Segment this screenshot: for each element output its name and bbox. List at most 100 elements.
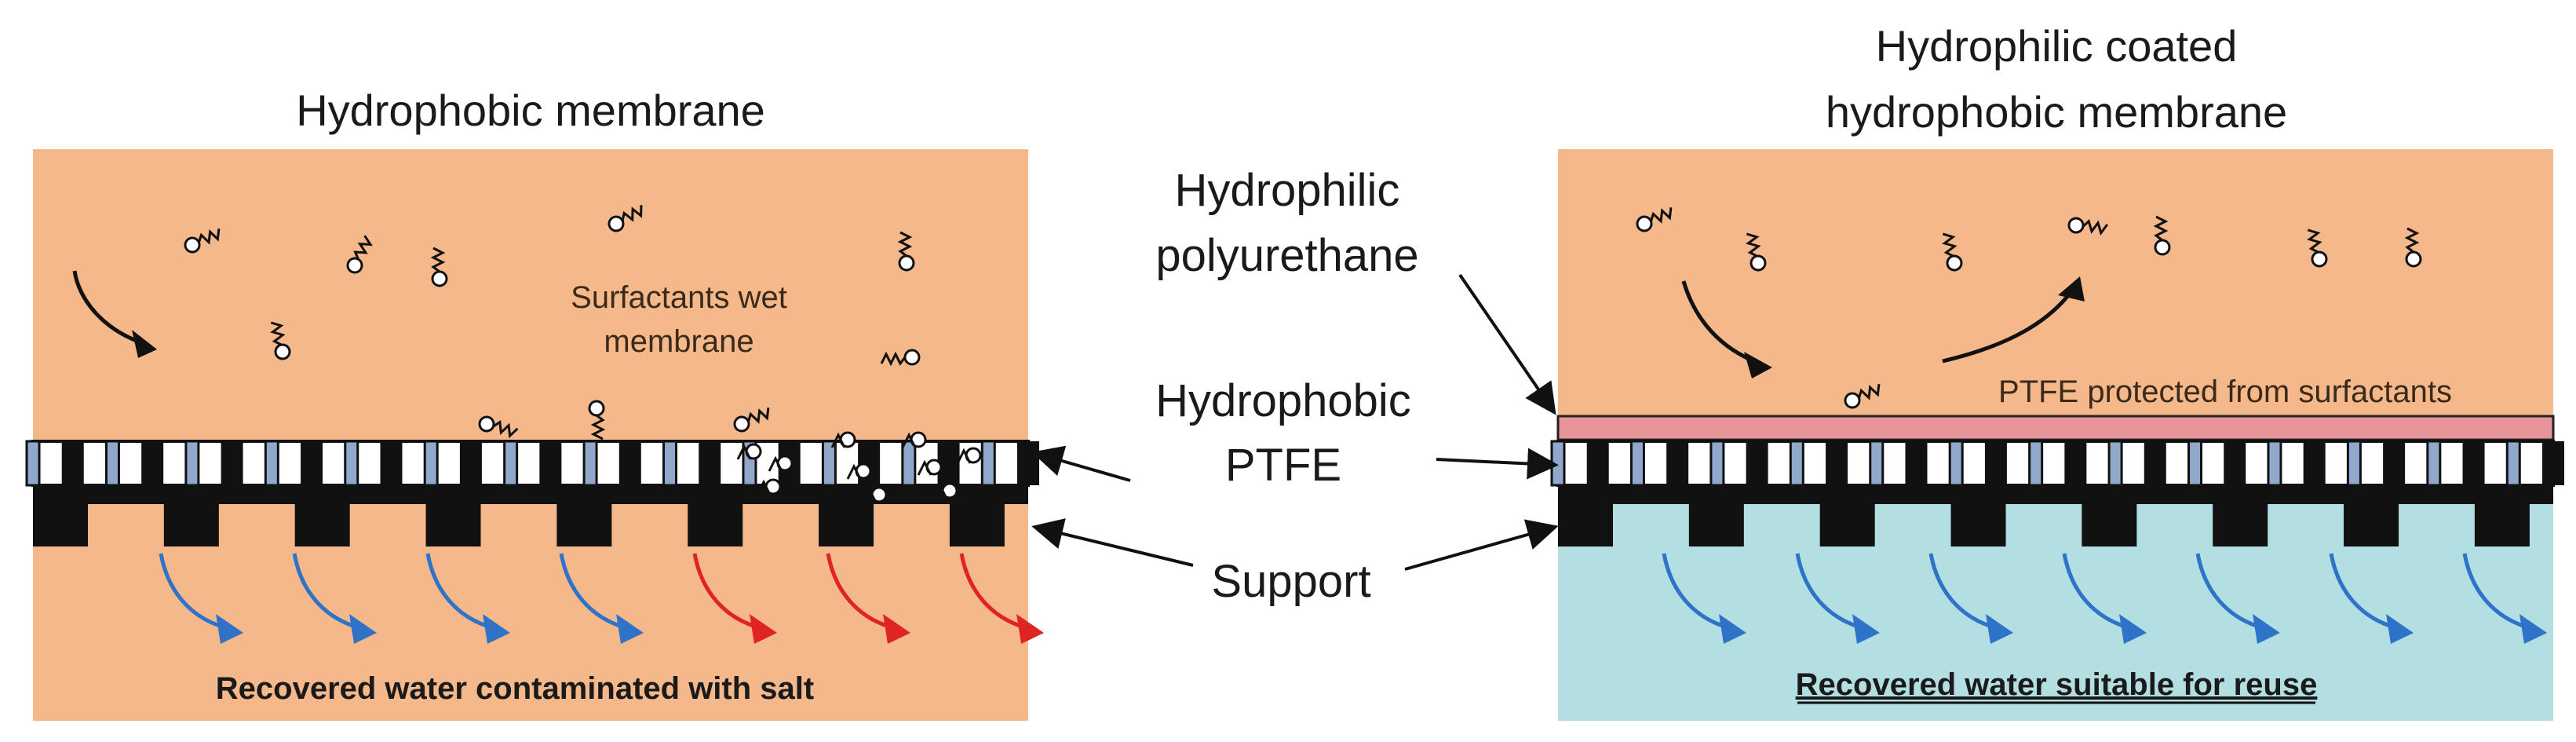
ptfe-fiber xyxy=(25,440,41,487)
pore-surfactant-tail xyxy=(756,479,772,495)
ptfe-fiber-dark xyxy=(2383,441,2406,485)
ptfe-fiber-dark xyxy=(1905,441,1928,485)
support-tooth xyxy=(163,485,219,546)
ptfe-fiber xyxy=(2346,440,2362,487)
ptfe-fiber-dark xyxy=(380,441,403,485)
flow-arrowhead xyxy=(616,614,644,644)
flow-arrow xyxy=(692,553,762,631)
support-tooth xyxy=(1950,485,2006,546)
ptfe-fiber xyxy=(2267,440,2282,487)
ptfe-pointer-arrow-left xyxy=(1031,445,1131,482)
support-tooth xyxy=(294,485,350,546)
ptfe-fiber xyxy=(423,440,439,487)
center-callouts: Hydrophilic polyurethane Hydrophobic PTF… xyxy=(1031,165,1559,607)
ptfe-fiber xyxy=(104,440,120,487)
ptfe-fiber xyxy=(821,440,837,487)
surfactant-molecule xyxy=(2067,217,2109,236)
left-feed-flow-arrow xyxy=(72,270,146,346)
right-title-line2: hydrophobic membrane xyxy=(1826,87,2287,137)
ptfe-fiber xyxy=(1629,440,1645,487)
ptfe-fiber-dark xyxy=(141,441,164,485)
ptfe-fiber-dark xyxy=(1666,441,1689,485)
coating-label-line1: Hydrophilic xyxy=(1175,165,1400,216)
ptfe-fiber-dark xyxy=(459,441,482,485)
ptfe-pointer-arrow-right xyxy=(1436,448,1559,480)
ptfe-fiber-dark xyxy=(1586,441,1609,485)
surfactant-molecule xyxy=(2404,227,2422,268)
support-tooth xyxy=(33,485,88,546)
surfactant-molecule xyxy=(270,321,291,360)
right-title-line1: Hydrophilic coated xyxy=(1876,21,2238,71)
support-tooth xyxy=(949,485,1005,546)
ptfe-fiber-dark xyxy=(301,441,323,485)
right-note: PTFE protected from surfactants xyxy=(1998,375,2452,409)
support-tooth xyxy=(2213,485,2268,546)
flow-arrow xyxy=(559,553,629,631)
flow-arrow xyxy=(425,553,495,631)
ptfe-fiber xyxy=(184,440,200,487)
ptfe-fiber xyxy=(582,440,598,487)
ptfe-fiber-dark xyxy=(221,441,243,485)
ptfe-fiber xyxy=(2505,440,2521,487)
flow-arrow xyxy=(2062,553,2132,631)
left-feed-region xyxy=(33,149,1028,441)
left-panel-title: Hydrophobic membrane xyxy=(296,86,765,135)
ptfe-fiber-dark xyxy=(699,441,721,485)
pore-surfactant-tail xyxy=(862,487,878,503)
left-note-line2: membrane xyxy=(604,324,753,359)
right-feed-region xyxy=(1558,149,2553,416)
surfactant-molecule xyxy=(478,415,519,439)
surfactant-molecule xyxy=(608,205,643,232)
ptfe-fiber xyxy=(503,440,519,487)
flow-arrow xyxy=(159,553,228,631)
support-tooth xyxy=(556,485,612,546)
flow-arrow xyxy=(1795,553,1865,631)
flow-arrow xyxy=(2329,553,2399,631)
left-caption: Recovered water contaminated with salt xyxy=(216,671,814,706)
right-caption: Recovered water suitable for reuse xyxy=(1796,667,2318,702)
surfactant-molecule xyxy=(430,247,448,287)
flow-arrowhead xyxy=(483,614,510,644)
flow-arrowhead xyxy=(349,614,377,644)
ptfe-fiber-dark xyxy=(539,441,562,485)
right-surfactants xyxy=(1636,207,2422,409)
pore-surfactant-tail xyxy=(932,483,948,499)
ptfe-fiber-dark xyxy=(1017,441,1039,485)
support-tooth xyxy=(819,485,874,546)
ptfe-fiber xyxy=(1869,440,1885,487)
right-permeate-flow xyxy=(1662,553,2547,644)
ptfe-fiber xyxy=(2426,440,2442,487)
ptfe-fiber-dark xyxy=(2144,441,2166,485)
surfactant-molecule xyxy=(1844,383,1881,409)
flow-arrow xyxy=(2462,553,2532,631)
ptfe-fiber-dark xyxy=(2224,441,2246,485)
support-tooth xyxy=(1819,485,1875,546)
right-membrane xyxy=(1550,440,2564,546)
pore-surfactant-tail xyxy=(901,432,917,448)
coating-pointer-arrow xyxy=(1458,273,1556,415)
hydrophilic-coating-layer xyxy=(1556,415,2555,441)
pore-surfactant-tail xyxy=(830,432,846,448)
left-permeate-flow xyxy=(159,553,1044,644)
flow-arrowhead xyxy=(2253,614,2280,644)
flow-arrow xyxy=(1928,553,1998,631)
support-tooth xyxy=(2082,485,2137,546)
ptfe-fiber xyxy=(901,440,917,487)
flow-arrowhead xyxy=(2519,614,2547,644)
surfactant-molecule xyxy=(588,400,606,440)
pore-surfactant-tail xyxy=(768,455,783,472)
surfactant-molecule xyxy=(346,235,373,274)
flow-arrowhead xyxy=(1016,614,1044,644)
ptfe-label-line1: Hydrophobic xyxy=(1155,375,1411,426)
left-note-line1: Surfactants wet xyxy=(571,280,787,315)
ptfe-fiber xyxy=(1550,440,1566,487)
surfactant-molecule xyxy=(1942,232,1963,272)
surfactant-molecule xyxy=(733,407,770,433)
ptfe-fiber-dark xyxy=(1746,441,1768,485)
flow-arrowhead xyxy=(2386,614,2414,644)
ptfe-fiber xyxy=(1709,440,1725,487)
ptfe-fiber xyxy=(2187,440,2203,487)
pore-surfactant-tail xyxy=(846,463,862,480)
support-tooth xyxy=(688,485,743,546)
